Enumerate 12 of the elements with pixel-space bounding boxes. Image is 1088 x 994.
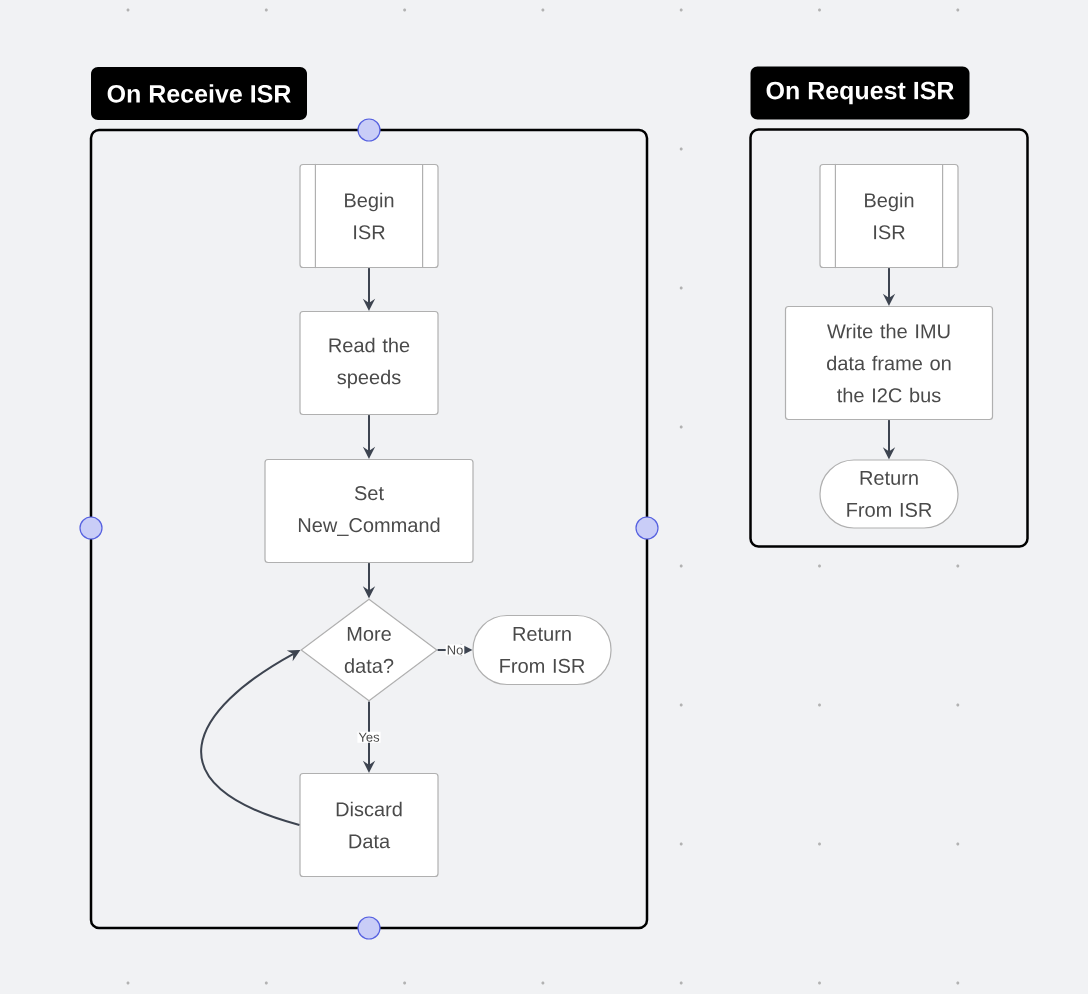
terminal-box: Return From ISR (819, 459, 959, 529)
process-box: Discard Data (299, 772, 439, 878)
heading-tab: On Request ISR (750, 66, 970, 120)
edge-label: Yes (357, 731, 381, 743)
predefined-process-box: Begin ISR (819, 163, 959, 269)
process-box: Write the IMU data frame on the I2C bus (784, 305, 994, 421)
heading-tab: On Receive ISR (91, 67, 307, 120)
arrow (200, 650, 301, 826)
predefined-process-box: Begin ISR (299, 163, 439, 269)
edge-label: No (445, 644, 465, 656)
process-box: Set New_Command (264, 458, 474, 564)
process-box: Read the speeds (299, 310, 439, 416)
